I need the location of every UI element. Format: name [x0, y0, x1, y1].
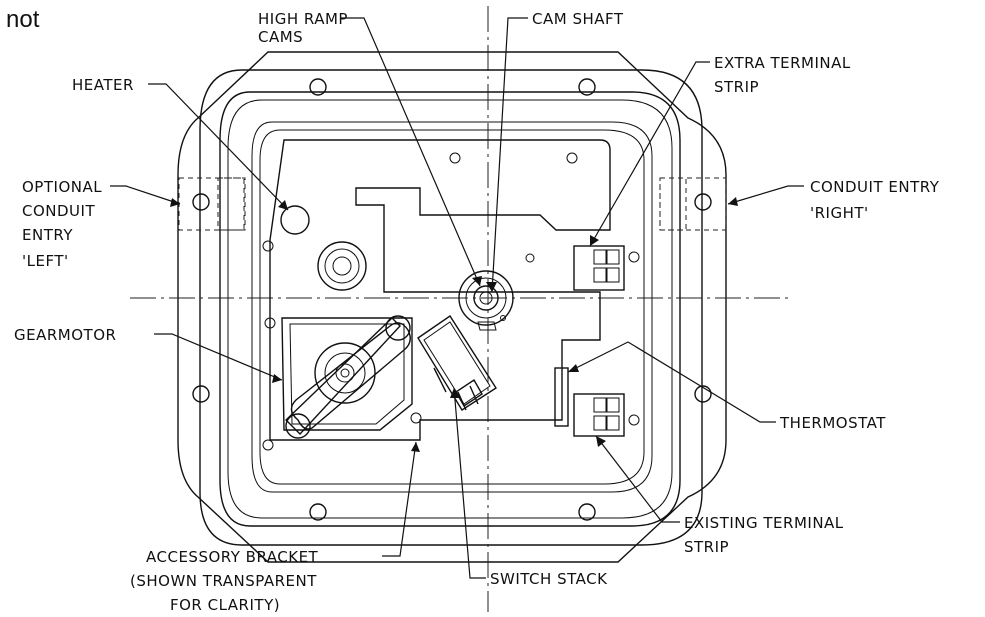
- label-left: 'LEFT': [22, 252, 69, 270]
- label-heater: HEATER: [72, 76, 134, 94]
- label-switch-stack: SWITCH STACK: [490, 570, 608, 588]
- leader-lines: [110, 17, 804, 579]
- label-thermostat: THERMOSTAT: [779, 414, 886, 432]
- housing-flange: [177, 51, 727, 563]
- label-accessory-bracket: ACCESSORY BRACKET: [146, 548, 319, 566]
- extra-terminal-strip: [573, 245, 625, 291]
- label-cam-shaft: CAM SHAFT: [532, 10, 624, 28]
- thermostat: [554, 367, 569, 427]
- mounting-holes: [192, 78, 712, 521]
- label-extra-strip: STRIP: [714, 78, 759, 96]
- accessory-bracket: [269, 139, 611, 441]
- existing-terminal-strip: [573, 393, 625, 437]
- round-boss: [317, 241, 367, 291]
- callout-labels: HIGH RAMP CAMS CAM SHAFT HEATER EXTRA TE…: [14, 10, 940, 614]
- bracket-screws: [262, 152, 640, 451]
- label-shown-transparent: (SHOWN TRANSPARENT: [130, 572, 317, 590]
- corner-text: not: [6, 6, 40, 33]
- label-gearmotor: GEARMOTOR: [14, 326, 116, 344]
- label-existing-strip: STRIP: [684, 538, 729, 556]
- heater: [280, 205, 310, 235]
- cam-shaft: [458, 270, 514, 331]
- label-high-ramp: HIGH RAMP: [258, 10, 348, 28]
- switch-stack: [417, 315, 497, 411]
- label-conduit: CONDUIT: [22, 202, 95, 220]
- label-entry: ENTRY: [22, 226, 73, 244]
- gearmotor: [281, 315, 413, 439]
- label-conduit-entry: CONDUIT ENTRY: [810, 178, 940, 196]
- center-lines: [130, 6, 790, 612]
- label-optional: OPTIONAL: [22, 178, 102, 196]
- housing-inner-wall: [219, 91, 681, 527]
- label-right: 'RIGHT': [810, 204, 869, 222]
- label-for-clarity: FOR CLARITY): [170, 596, 280, 614]
- label-existing-terminal: EXISTING TERMINAL: [684, 514, 844, 532]
- label-extra-terminal: EXTRA TERMINAL: [714, 54, 851, 72]
- label-cams: CAMS: [258, 28, 303, 46]
